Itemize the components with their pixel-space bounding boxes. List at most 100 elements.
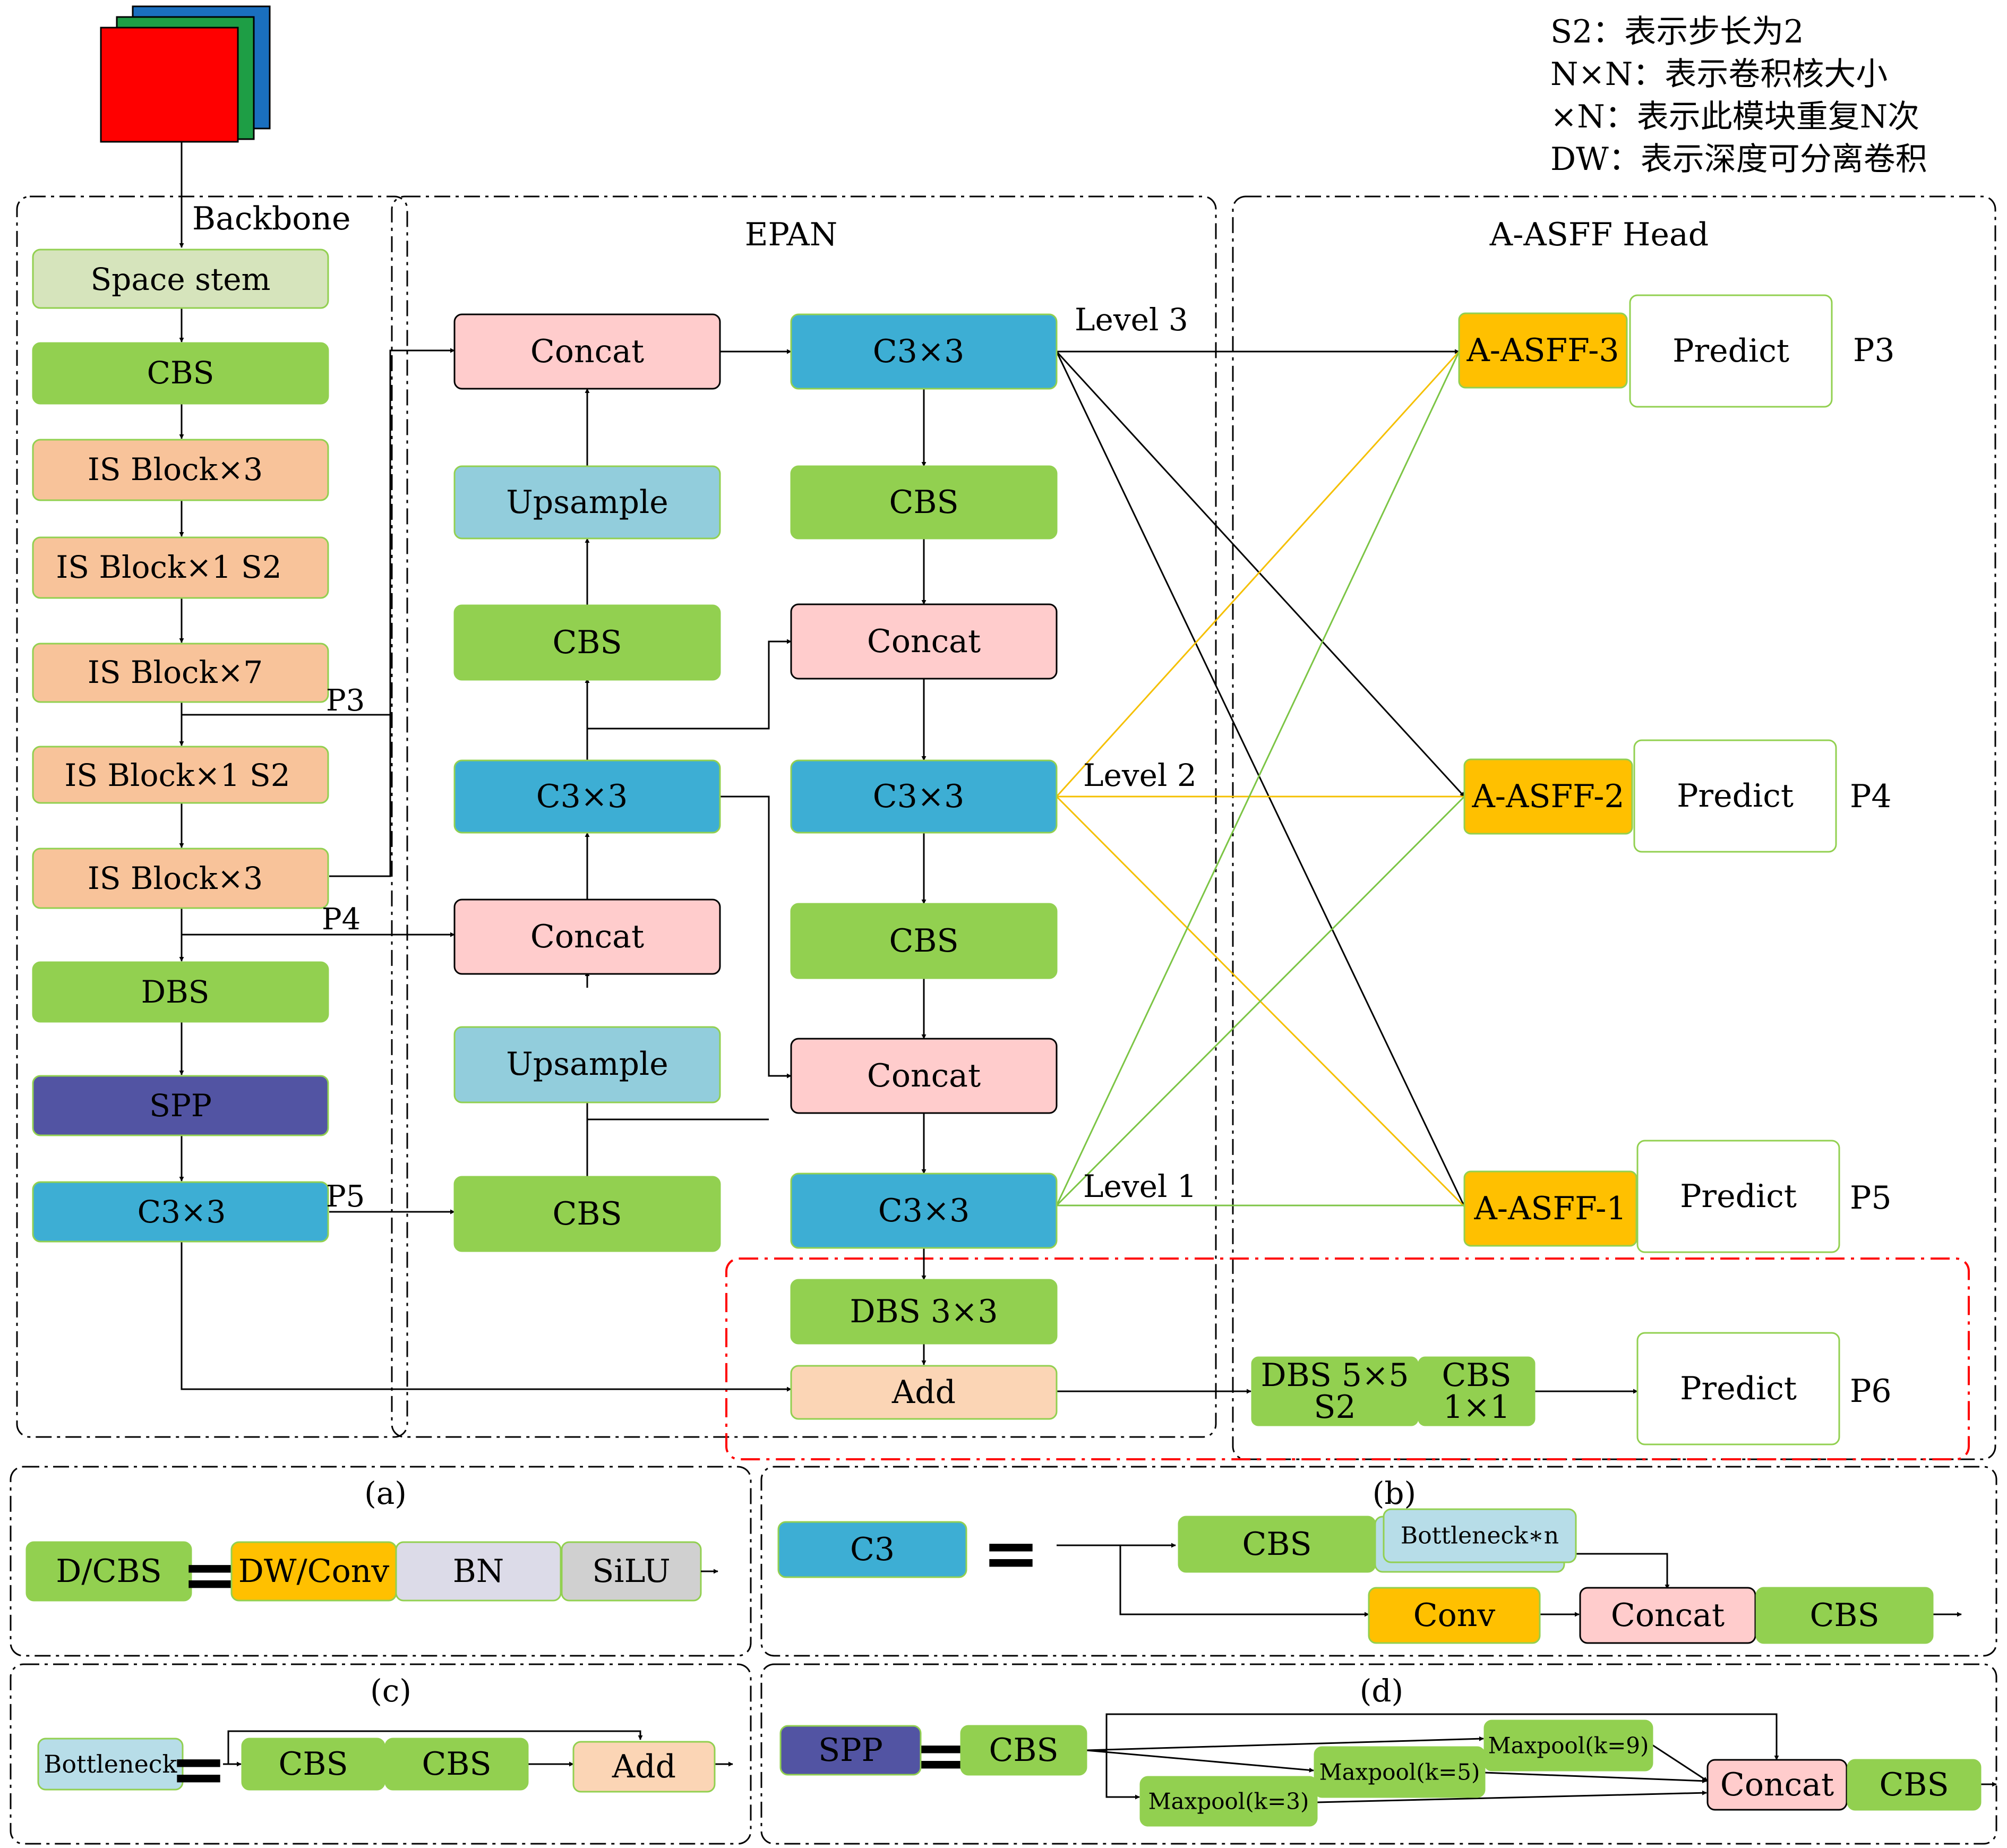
- svg-text:C3×3: C3×3: [878, 1192, 970, 1229]
- maxpool-k9-box: Maxpool(k=9): [1483, 1719, 1653, 1772]
- legend-line-repeat: ×N：表示此模块重复N次: [1550, 98, 1919, 135]
- c3-box-level3: C3×3: [790, 313, 1058, 390]
- dbs-box: DBS: [32, 961, 329, 1023]
- p5-tap-label: P5: [326, 1179, 365, 1214]
- svg-text:Predict: Predict: [1680, 1370, 1797, 1407]
- connectors: [179, 142, 1638, 1394]
- input-image-icon: [100, 5, 271, 143]
- p4-output-label: P4: [1850, 778, 1892, 815]
- spp-box: SPP: [32, 1075, 329, 1136]
- is-block-x7-box: IS Block×7: [32, 643, 329, 703]
- svg-text:C3×3: C3×3: [873, 778, 965, 815]
- svg-text:SPP: SPP: [818, 1732, 883, 1769]
- head-frame: [1232, 195, 1996, 1460]
- svg-text:IS Block×3: IS Block×3: [88, 860, 263, 896]
- level2-label: Level 2: [1083, 757, 1197, 793]
- svg-text:CBS: CBS: [552, 624, 622, 661]
- is-block-x3-box-2: IS Block×3: [32, 848, 329, 909]
- panel-d: (d) SPP = CBS Maxpool(k=9): [779, 1673, 1997, 1827]
- equals-sign-b: =: [982, 1512, 1040, 1594]
- space-stem-box: Space stem: [32, 249, 329, 309]
- p3-tap-label: P3: [326, 683, 365, 718]
- dcbs-box: D/CBS: [25, 1541, 192, 1602]
- backbone-frame: [16, 195, 408, 1438]
- panel-c: (c) Bottleneck = CBS CBS Add: [37, 1673, 733, 1809]
- cbs-box-c-1: CBS: [241, 1738, 385, 1791]
- is-block-x3-box: IS Block×3: [32, 439, 329, 501]
- epan-title: EPAN: [745, 216, 838, 253]
- svg-text:Predict: Predict: [1680, 1178, 1797, 1215]
- svg-text:Upsample: Upsample: [506, 1046, 668, 1083]
- predict-box-p5: Predict: [1636, 1140, 1840, 1253]
- backbone-title: Backbone: [192, 200, 351, 237]
- cbs-box-d-1: CBS: [960, 1725, 1087, 1776]
- legend-line-dw: DW：表示深度可分离卷积: [1550, 141, 1927, 178]
- svg-text:SiLU: SiLU: [592, 1553, 670, 1590]
- head-title: A-ASFF Head: [1489, 216, 1709, 253]
- svg-text:CBS: CBS: [1879, 1766, 1949, 1803]
- svg-text:CBS: CBS: [1442, 1357, 1511, 1394]
- svg-text:Predict: Predict: [1672, 332, 1789, 370]
- svg-text:Bottleneck: Bottleneck: [44, 1750, 178, 1778]
- p5-output-label: P5: [1850, 1179, 1892, 1217]
- svg-text:Concat: Concat: [530, 918, 644, 955]
- add-box: Add: [790, 1365, 1058, 1420]
- svg-text:CBS: CBS: [889, 922, 958, 960]
- bottleneck-n-box: Bottleneck∗n: [1383, 1508, 1577, 1563]
- panel-b-frame: [760, 1466, 1997, 1657]
- is-block-x1-s2-box-2: IS Block×1 S2: [32, 746, 329, 804]
- svg-text:Concat: Concat: [530, 333, 644, 370]
- svg-text:A-ASFF-2: A-ASFF-2: [1471, 778, 1624, 815]
- svg-text:Maxpool(k=5): Maxpool(k=5): [1319, 1759, 1480, 1785]
- cbs-box-epan-2: CBS: [453, 1176, 721, 1252]
- panel-c-caption: (c): [370, 1673, 411, 1709]
- svg-text:DBS: DBS: [141, 974, 210, 1010]
- p4-tap-label: P4: [322, 902, 361, 937]
- panel-b: (b) C3 = CBS Bottleneck∗n: [777, 1475, 1962, 1644]
- predict-box-p3: Predict: [1629, 294, 1833, 408]
- panel-c-frame: [10, 1663, 752, 1845]
- svg-text:1×1: 1×1: [1443, 1389, 1511, 1426]
- add-box-c: Add: [572, 1741, 716, 1793]
- svg-text:C3×3: C3×3: [873, 333, 965, 370]
- svg-text:IS Block×3: IS Block×3: [88, 451, 263, 487]
- predict-box-p6: Predict: [1636, 1332, 1840, 1445]
- cbs-box: CBS: [32, 342, 329, 405]
- concat-box-4: Concat: [790, 1038, 1058, 1114]
- c3-box-level1: C3×3: [790, 1173, 1058, 1249]
- svg-text:DBS 3×3: DBS 3×3: [850, 1293, 998, 1330]
- svg-text:BN: BN: [453, 1553, 504, 1590]
- concat-box-2: Concat: [453, 899, 721, 975]
- a-asff-1-box: A-ASFF-1: [1463, 1170, 1637, 1247]
- svg-text:CBS: CBS: [552, 1195, 622, 1233]
- svg-text:S2: S2: [1314, 1389, 1356, 1426]
- svg-text:Concat: Concat: [1720, 1766, 1834, 1803]
- concat-box-1: Concat: [453, 313, 721, 390]
- svg-text:A-ASFF-1: A-ASFF-1: [1473, 1190, 1626, 1227]
- concat-box-d: Concat: [1706, 1759, 1848, 1811]
- cbs-1x1-box: CBS 1×1: [1418, 1356, 1536, 1426]
- svg-text:CBS: CBS: [1809, 1597, 1879, 1634]
- equals-sign-a: =: [182, 1534, 239, 1615]
- c3-box-epan-left: C3×3: [453, 759, 721, 834]
- svg-text:Predict: Predict: [1677, 777, 1794, 815]
- panel-d-frame: [760, 1663, 1997, 1845]
- level3-label: Level 3: [1075, 302, 1188, 338]
- level1-label: Level 1: [1083, 1168, 1197, 1204]
- p3-output-label: P3: [1853, 332, 1895, 369]
- svg-text:IS Block×7: IS Block×7: [88, 654, 263, 690]
- maxpool-k3-box: Maxpool(k=3): [1139, 1776, 1318, 1827]
- svg-text:IS Block×1 S2: IS Block×1 S2: [56, 549, 281, 585]
- cbs-box-d-2: CBS: [1847, 1759, 1982, 1811]
- svg-text:C3×3: C3×3: [536, 778, 628, 815]
- svg-text:Space stem: Space stem: [90, 261, 270, 297]
- svg-text:SPP: SPP: [149, 1088, 212, 1124]
- conv-box-b: Conv: [1368, 1587, 1541, 1644]
- is-block-x1-s2-box: IS Block×1 S2: [32, 536, 329, 599]
- a-asff-3-box: A-ASFF-3: [1458, 312, 1628, 389]
- svg-text:D/CBS: D/CBS: [56, 1553, 161, 1590]
- svg-text:C3×3: C3×3: [138, 1194, 226, 1230]
- c3-box: C3×3: [32, 1181, 329, 1243]
- concat-box-3: Concat: [790, 603, 1058, 680]
